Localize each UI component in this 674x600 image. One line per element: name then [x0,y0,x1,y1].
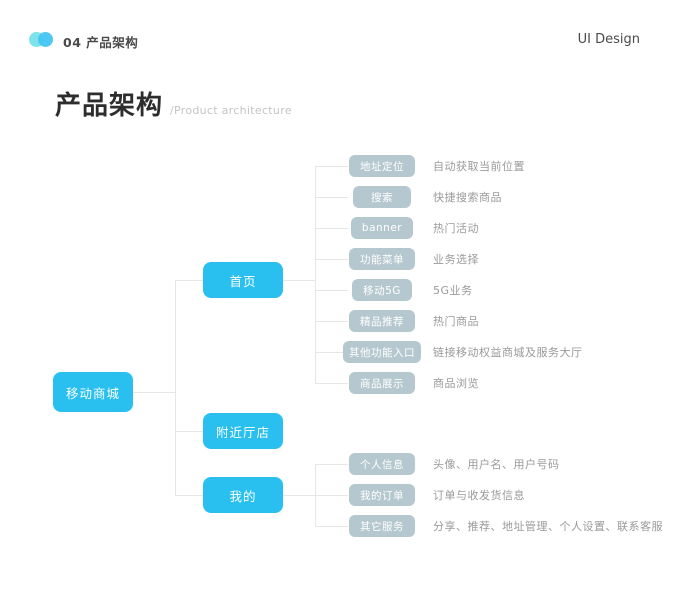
page-subtitle: /Product architecture [170,104,292,117]
tree-branch-nearby-store: 附近厅店 [203,413,283,449]
tree-leaf-node: 功能菜单 [349,248,415,270]
connector-line [315,495,348,496]
connector-line [175,280,176,495]
tree-leaf-description: 热门商品 [433,315,479,328]
tree-leaf-node: 地址定位 [349,155,415,177]
connector-line [315,197,348,198]
connector-line [175,280,203,281]
tree-leaf-description: 5G业务 [433,284,473,297]
tree-branch-home: 首页 [203,262,283,298]
brand-dots-icon [29,32,53,47]
tree-leaf-description: 订单与收发货信息 [433,489,525,502]
tree-leaf-node: 精品推荐 [349,310,415,332]
tree-leaf-row: 个人信息 头像、用户名、用户号码 [343,453,560,475]
tree-leaf-description: 链接移动权益商城及服务大厅 [433,346,583,359]
tree-leaf-row: 精品推荐 热门商品 [343,310,479,332]
connector-line [315,352,348,353]
tree-leaf-node: 其它服务 [349,515,415,537]
tree-leaf-row: 商品展示 商品浏览 [343,372,479,394]
tree-leaf-row: 搜索 快捷搜索商品 [343,186,502,208]
dot-blue-icon [38,32,53,47]
connector-line [315,464,348,465]
tree-leaf-description: 业务选择 [433,253,479,266]
connector-line [315,166,348,167]
title-block: 产品架构 /Product architecture [55,92,292,120]
page-title: 产品架构 [55,91,164,121]
connector-line [283,280,315,281]
tree-leaf-row: banner 热门活动 [343,217,479,239]
connector-line [175,431,203,432]
tree-leaf-row: 移动5G 5G业务 [343,279,473,301]
tree-leaf-node: 个人信息 [349,453,415,475]
tree-leaf-row: 我的订单 订单与收发货信息 [343,484,525,506]
connector-line [315,228,348,229]
tree-leaf-description: 热门活动 [433,222,479,235]
section-number-label: 04 产品架构 [63,35,139,50]
tree-leaf-node: banner [350,217,414,239]
tree-leaf-description: 头像、用户名、用户号码 [433,458,560,471]
tree-leaf-row: 功能菜单 业务选择 [343,248,479,270]
tree-leaf-description: 自动获取当前位置 [433,160,525,173]
connector-line [315,526,348,527]
tree-leaf-node: 其他功能入口 [343,341,421,363]
tree-leaf-row: 地址定位 自动获取当前位置 [343,155,525,177]
tree-root-node: 移动商城 [53,372,133,412]
connector-line [315,321,348,322]
tree-leaf-node: 移动5G [352,279,412,301]
tree-leaf-row: 其他功能入口 链接移动权益商城及服务大厅 [343,341,583,363]
tree-leaf-node: 我的订单 [349,484,415,506]
tree-leaf-row: 其它服务 分享、推荐、地址管理、个人设置、联系客服 [343,515,663,537]
tree-leaf-description: 商品浏览 [433,377,479,390]
connector-line [283,495,315,496]
connector-line [175,495,203,496]
connector-line [315,290,348,291]
tree-leaf-description: 分享、推荐、地址管理、个人设置、联系客服 [433,520,663,533]
connector-line [315,259,348,260]
connector-line [315,383,348,384]
page-header: 04 产品架构 UI Design [29,30,640,50]
ui-design-label: UI Design [577,32,640,47]
connector-line [315,166,316,384]
tree-branch-mine: 我的 [203,477,283,513]
tree-leaf-node: 搜索 [353,186,411,208]
tree-leaf-description: 快捷搜索商品 [433,191,502,204]
tree-leaf-node: 商品展示 [349,372,415,394]
connector-line [133,392,175,393]
